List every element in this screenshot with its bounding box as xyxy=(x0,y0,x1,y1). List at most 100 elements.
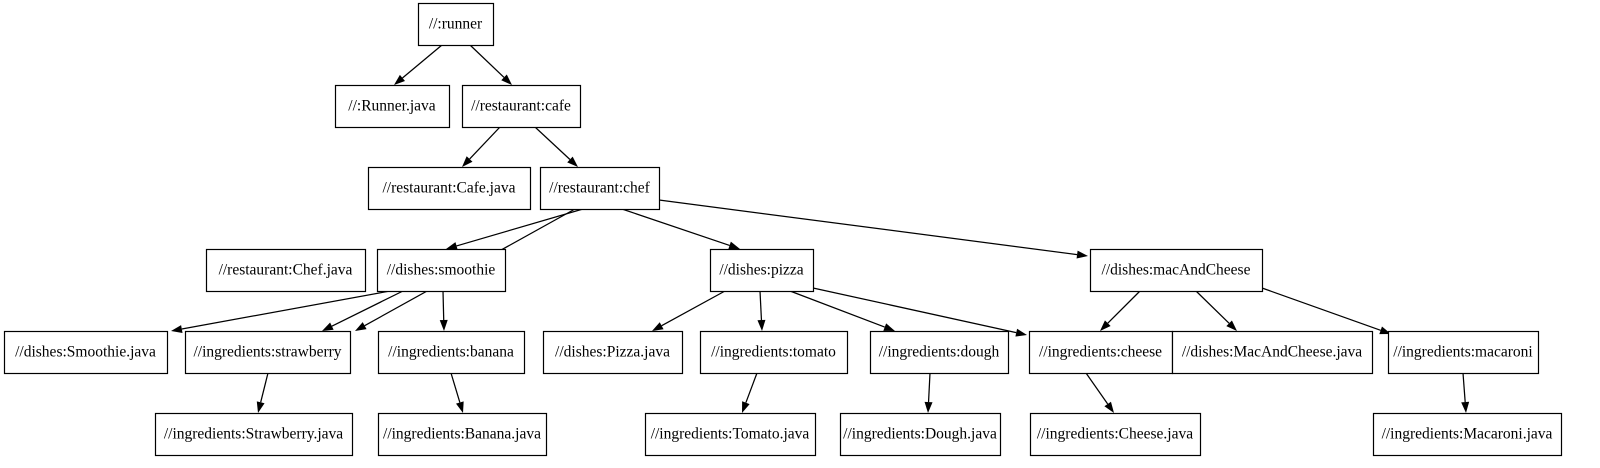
node-chef_java[interactable]: //restaurant:Chef.java xyxy=(205,248,367,293)
edge-dishes_pizza-to-ing_dough xyxy=(789,290,895,331)
node-label: //ingredients:tomato xyxy=(711,344,836,361)
node-box[interactable] xyxy=(205,248,367,293)
edge-dishes_mac-to-ing_cheese xyxy=(1100,290,1141,331)
node-smoothie_java[interactable]: //dishes:Smoothie.java xyxy=(3,330,169,375)
edge-ing_cheese-to-cheese_java xyxy=(1085,372,1114,413)
node-box[interactable] xyxy=(839,412,1002,457)
node-ing_macaroni[interactable]: //ingredients:macaroni xyxy=(1387,330,1540,375)
node-box[interactable] xyxy=(542,330,684,375)
node-box[interactable] xyxy=(184,330,352,375)
node-box[interactable] xyxy=(539,166,661,211)
edge-arrowhead xyxy=(439,319,448,331)
node-label: //ingredients:cheese xyxy=(1039,344,1162,361)
edge-line xyxy=(1261,287,1381,331)
edge-dishes_smoothie-to-ing_strawberry xyxy=(322,290,404,331)
node-label: //dishes:Smoothie.java xyxy=(15,344,156,361)
node-label: //restaurant:Chef.java xyxy=(219,262,353,279)
node-strawberry_java[interactable]: //ingredients:Strawberry.java xyxy=(154,412,354,457)
node-box[interactable] xyxy=(1387,330,1540,375)
node-restaurant_chef[interactable]: //restaurant:chef xyxy=(539,166,661,211)
node-box[interactable] xyxy=(417,2,495,47)
edge-dishes_smoothie-to-smoothie_java xyxy=(171,290,391,333)
node-ing_dough[interactable]: //ingredients:dough xyxy=(869,330,1010,375)
node-macaroni_java[interactable]: //ingredients:Macaroni.java xyxy=(1372,412,1563,457)
edge-ing_banana-to-banana_java xyxy=(450,372,464,413)
node-label: //ingredients:Dough.java xyxy=(843,426,997,443)
node-box[interactable] xyxy=(1029,412,1202,457)
edge-line xyxy=(469,126,501,160)
node-label: //:runner xyxy=(429,16,483,33)
edge-restaurant_cafe-to-cafe_java xyxy=(462,126,501,167)
node-box[interactable] xyxy=(1089,248,1264,293)
edge-line xyxy=(759,290,763,321)
edge-line xyxy=(745,372,758,403)
node-ing_strawberry[interactable]: //ingredients:strawberry xyxy=(184,330,352,375)
node-label: //:Runner.java xyxy=(348,98,436,115)
node-box[interactable] xyxy=(699,330,849,375)
node-label: //dishes:MacAndCheese.java xyxy=(1182,344,1362,361)
edge-arrowhead xyxy=(757,319,766,331)
node-runner[interactable]: //:runner xyxy=(417,2,495,47)
node-banana_java[interactable]: //ingredients:Banana.java xyxy=(377,412,548,457)
node-box[interactable] xyxy=(334,84,451,129)
node-box[interactable] xyxy=(644,412,817,457)
edge-line xyxy=(1085,372,1109,405)
node-dishes_smoothie[interactable]: //dishes:smoothie xyxy=(376,248,507,293)
edge-restaurant_chef-to-dishes_pizza xyxy=(621,208,740,250)
edge-line xyxy=(812,287,1017,334)
edge-line xyxy=(181,290,391,330)
edge-dishes_smoothie-to-ing_banana xyxy=(439,290,448,331)
edge-arrowhead xyxy=(883,323,895,331)
edge-line xyxy=(331,290,404,327)
edge-dishes_mac-to-mac_java xyxy=(1195,290,1237,331)
node-label: //restaurant:Cafe.java xyxy=(383,180,516,197)
edge-line xyxy=(1195,290,1230,324)
node-tomato_java[interactable]: //ingredients:Tomato.java xyxy=(644,412,817,457)
edge-line xyxy=(442,290,445,321)
node-box[interactable] xyxy=(1028,330,1174,375)
node-box[interactable] xyxy=(367,166,532,211)
node-dishes_pizza[interactable]: //dishes:pizza xyxy=(709,248,815,293)
node-label: //restaurant:chef xyxy=(549,180,651,197)
edge-line xyxy=(402,44,443,79)
edge-line xyxy=(456,208,584,247)
node-cheese_java[interactable]: //ingredients:Cheese.java xyxy=(1029,412,1202,457)
node-dough_java[interactable]: //ingredients:Dough.java xyxy=(839,412,1002,457)
node-label: //restaurant:cafe xyxy=(471,98,571,115)
node-box[interactable] xyxy=(154,412,354,457)
edge-ing_strawberry-to-strawberry_java xyxy=(256,372,269,413)
node-ing_tomato[interactable]: //ingredients:tomato xyxy=(699,330,849,375)
node-ing_cheese[interactable]: //ingredients:cheese xyxy=(1028,330,1174,375)
edge-arrowhead xyxy=(462,156,473,167)
edge-line xyxy=(1462,372,1466,403)
edge-arrowhead xyxy=(1104,401,1114,413)
node-cafe_java[interactable]: //restaurant:Cafe.java xyxy=(367,166,532,211)
node-label: //ingredients:Banana.java xyxy=(383,426,541,443)
edge-arrowhead xyxy=(1100,320,1111,331)
node-box[interactable] xyxy=(377,412,548,457)
node-box[interactable] xyxy=(709,248,815,293)
node-box[interactable] xyxy=(461,84,582,129)
node-mac_java[interactable]: //dishes:MacAndCheese.java xyxy=(1171,330,1374,375)
edge-arrowhead xyxy=(171,325,183,333)
node-label: //dishes:pizza xyxy=(719,262,803,279)
node-label: //ingredients:Strawberry.java xyxy=(164,426,343,443)
node-runner_java[interactable]: //:Runner.java xyxy=(334,84,451,129)
node-pizza_java[interactable]: //dishes:Pizza.java xyxy=(542,330,684,375)
edge-arrowhead xyxy=(446,242,458,250)
node-restaurant_cafe[interactable]: //restaurant:cafe xyxy=(461,84,582,129)
node-label: //ingredients:dough xyxy=(879,344,1000,361)
node-dishes_mac[interactable]: //dishes:macAndCheese xyxy=(1089,248,1264,293)
node-box[interactable] xyxy=(1372,412,1563,457)
node-label: //dishes:smoothie xyxy=(387,262,496,279)
edge-line xyxy=(661,290,726,327)
node-box[interactable] xyxy=(869,330,1010,375)
edge-dishes_pizza-to-pizza_java xyxy=(652,290,726,331)
node-box[interactable] xyxy=(3,330,169,375)
edge-line xyxy=(658,199,1078,256)
node-box[interactable] xyxy=(377,330,526,375)
node-box[interactable] xyxy=(1171,330,1374,375)
node-ing_banana[interactable]: //ingredients:banana xyxy=(377,330,526,375)
node-box[interactable] xyxy=(376,248,507,293)
edge-arrowhead xyxy=(322,322,334,331)
